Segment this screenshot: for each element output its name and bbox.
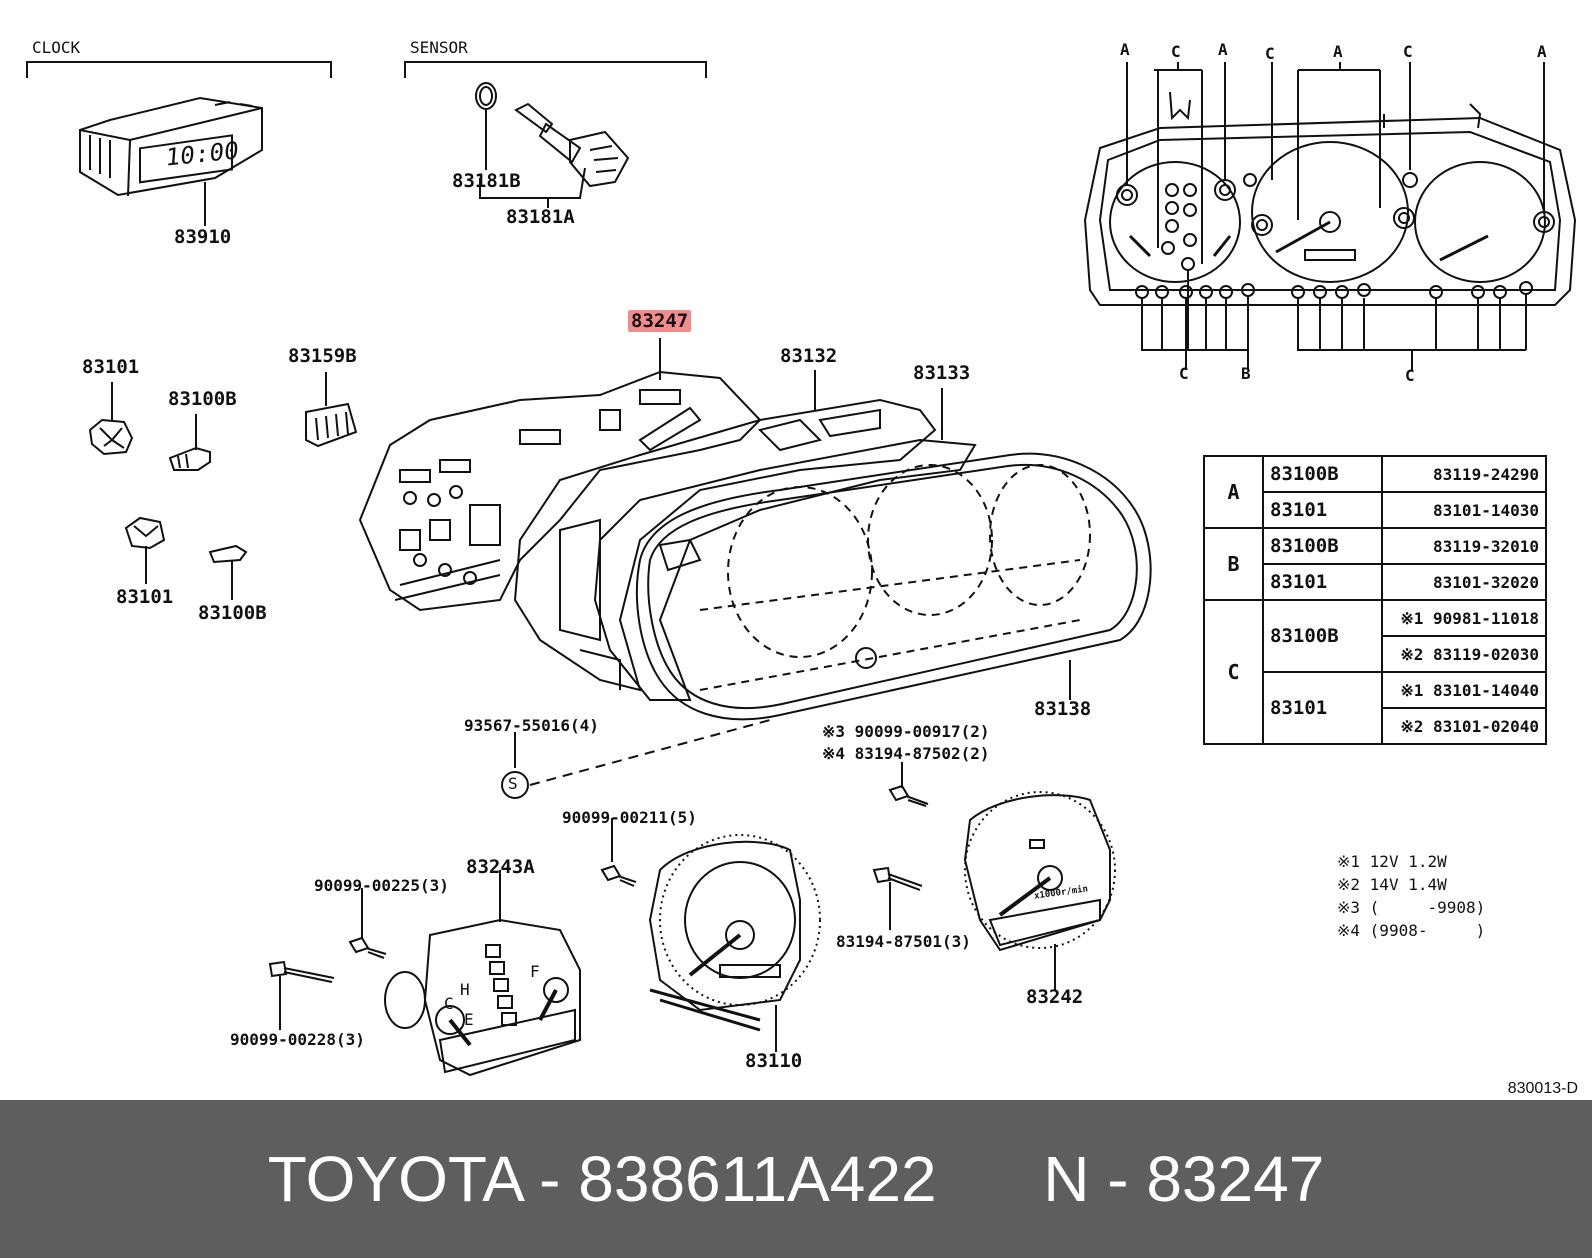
footnote-4: ※4 (9908- ) [1337, 921, 1486, 940]
label-83100b-top[interactable]: 83100B [168, 388, 237, 410]
diagram-code: 830013-D [1507, 1080, 1578, 1097]
table-number[interactable]: ※1 90981-11018 [1381, 599, 1547, 637]
screw-part-4 [348, 888, 387, 959]
label-83242[interactable]: 83242 [1026, 986, 1084, 1008]
label-note4-screw[interactable]: ※4 83194-87502(2) [822, 744, 990, 763]
label-83247[interactable]: 83247 [628, 310, 692, 332]
label-83101-top[interactable]: 83101 [82, 356, 140, 378]
label-note3-screw[interactable]: ※3 90099-00917(2) [822, 722, 990, 741]
screw-part-2 [600, 818, 637, 887]
gauge-e-text: E [464, 1010, 474, 1029]
table-group-c: C [1203, 599, 1264, 745]
table-part[interactable]: 83101 [1262, 563, 1383, 601]
screw-part-1 [888, 762, 929, 807]
speedometer [648, 834, 821, 1052]
footnote-3: ※3 ( -9908) [1337, 898, 1486, 917]
label-83101-bottom[interactable]: 83101 [116, 586, 174, 608]
table-number[interactable]: ※1 83101-14040 [1381, 671, 1547, 709]
label-83181b[interactable]: 83181B [452, 170, 521, 192]
table-group-a: A [1203, 455, 1264, 529]
inset-letter-top-2: C [1171, 42, 1181, 61]
inset-letter-top-7: A [1537, 42, 1547, 61]
table-row: ※2 83101-02040 [1204, 707, 1547, 745]
printed-circuit-part [358, 338, 762, 612]
table-row: A 83100B 83119-24290 [1203, 455, 1547, 529]
inset-letter-top-4: C [1265, 44, 1275, 63]
table-row: B 83100B 83119-32010 [1203, 527, 1547, 601]
clock-part [79, 96, 263, 226]
label-83243a[interactable]: 83243A [466, 856, 535, 878]
inset-letter-top-6: C [1403, 42, 1413, 61]
footnote-1: ※1 12V 1.2W [1337, 852, 1447, 871]
table-number[interactable]: ※2 83101-02040 [1381, 707, 1547, 745]
bulb-location-inset [1083, 62, 1577, 370]
table-part[interactable]: 83100B [1262, 527, 1383, 565]
inset-letter-bottom-3: C [1405, 366, 1415, 385]
socket-part-2 [124, 516, 166, 584]
table-part[interactable]: 83101 [1262, 491, 1383, 529]
lens-part [635, 452, 1152, 721]
bulb-part-1 [168, 414, 211, 471]
table-number[interactable]: 83119-24290 [1381, 455, 1547, 493]
sensor-header: SENSOR [410, 38, 468, 57]
label-83133[interactable]: 83133 [913, 362, 971, 384]
connector-part [305, 372, 358, 448]
label-83910[interactable]: 83910 [174, 226, 232, 248]
label-93567-55016[interactable]: 93567-55016(4) [464, 716, 599, 735]
label-90099-00228[interactable]: 90099-00228(3) [230, 1030, 365, 1049]
label-90099-00211[interactable]: 90099-00211(5) [562, 808, 697, 827]
footnotes: ※1 12V 1.2W ※2 14V 1.4W ※3 ( -9908) ※4 (… [1337, 850, 1485, 942]
label-83110[interactable]: 83110 [745, 1050, 803, 1072]
label-83138[interactable]: 83138 [1034, 698, 1092, 720]
gauge-h-text: H [460, 980, 470, 999]
table-number[interactable]: 83101-14030 [1381, 491, 1547, 529]
screw-s-circle [501, 771, 529, 799]
fuel-temp-gauge [384, 870, 581, 1077]
label-83132[interactable]: 83132 [780, 345, 838, 367]
sensor-part [475, 82, 630, 208]
footnote-2: ※2 14V 1.4W [1337, 875, 1447, 894]
table-row: 83101 83101-14030 [1204, 491, 1547, 529]
table-number[interactable]: 83119-32010 [1381, 527, 1547, 565]
bulb-parts-table: A 83100B 83119-24290 83101 83101-14030 B… [1203, 455, 1547, 745]
socket-part-1 [88, 382, 134, 456]
screw-part-5 [268, 960, 335, 1030]
bulb-part-2 [208, 544, 248, 600]
table-part[interactable]: 83100B [1262, 599, 1383, 673]
table-number[interactable]: ※2 83119-02030 [1381, 635, 1547, 673]
parts-diagram [26, 61, 1577, 1077]
inset-letter-top-5: A [1333, 42, 1343, 61]
table-row: ※2 83119-02030 [1204, 635, 1547, 673]
label-90099-00225[interactable]: 90099-00225(3) [314, 876, 449, 895]
table-row: 83101 ※1 83101-14040 [1204, 671, 1547, 745]
table-row: C 83100B ※1 90981-11018 [1203, 599, 1547, 745]
label-83181a[interactable]: 83181A [506, 206, 575, 228]
gauge-f-text: F [530, 962, 540, 981]
label-83159b[interactable]: 83159B [288, 345, 357, 367]
screw-symbol [514, 719, 771, 786]
footer-banner: TOYOTA - 838611A422 N - 83247 [0, 1100, 1592, 1258]
hood-part [593, 388, 977, 701]
table-row: 83101 83101-32020 [1204, 563, 1547, 601]
inset-letter-top-3: A [1218, 40, 1228, 59]
screw-part-3 [872, 866, 923, 930]
label-83100b-bottom[interactable]: 83100B [198, 602, 267, 624]
table-part[interactable]: 83101 [1262, 671, 1383, 745]
inset-letter-bottom-1: C [1179, 364, 1189, 383]
inset-letter-top-1: A [1120, 40, 1130, 59]
cluster-case-part [513, 370, 937, 692]
gauge-c-text: C [444, 994, 454, 1013]
s-symbol-label: S [508, 774, 518, 793]
label-83194-87501[interactable]: 83194-87501(3) [836, 932, 971, 951]
clock-header: CLOCK [32, 38, 81, 57]
table-part[interactable]: 83100B [1262, 455, 1383, 493]
table-number[interactable]: 83101-32020 [1381, 563, 1547, 601]
inset-letter-bottom-2: B [1241, 364, 1251, 383]
tachometer [963, 791, 1116, 990]
footer-part-number: TOYOTA - 838611A422 N - 83247 [267, 1143, 1325, 1215]
table-group-b: B [1203, 527, 1264, 601]
